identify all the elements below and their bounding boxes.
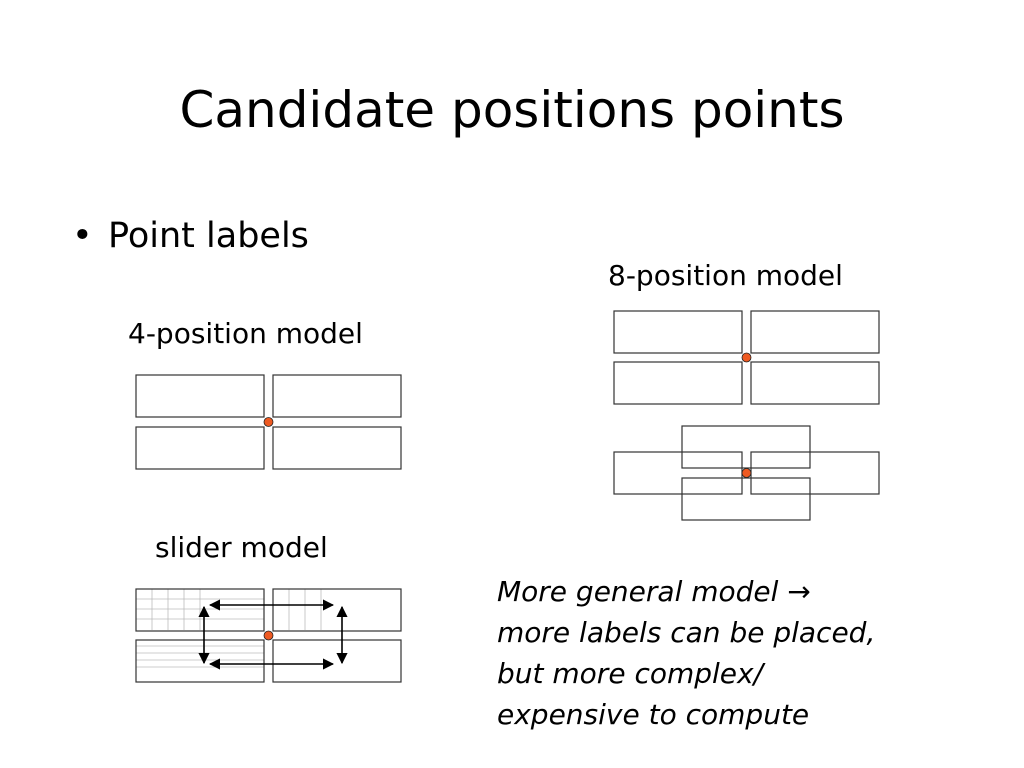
candidate-box-top-right xyxy=(272,588,402,632)
slider-grid-top-right xyxy=(288,589,322,630)
slider-caption: slider model xyxy=(155,531,328,564)
note-line: More general model → xyxy=(497,575,811,608)
four-position-caption: 4-position model xyxy=(128,317,363,350)
note-text: More general model → more labels can be … xyxy=(497,571,997,735)
candidate-box-bottom-left xyxy=(135,426,265,470)
candidate-box-top-right xyxy=(272,374,402,418)
candidate-box-top-right xyxy=(750,310,880,354)
note-line: more labels can be placed, xyxy=(497,616,876,649)
four-position-diagram xyxy=(135,374,402,470)
eight-position-diagram-sides xyxy=(613,425,880,521)
note-line: but more complex/ xyxy=(497,657,764,690)
candidate-box-bottom xyxy=(681,477,811,521)
candidate-box-bottom-right xyxy=(750,361,880,405)
candidate-box-top-left xyxy=(613,310,743,354)
candidate-box-bottom-right xyxy=(272,639,402,683)
anchor-point xyxy=(263,417,274,427)
candidate-box-top xyxy=(681,425,811,469)
candidate-box-top-left xyxy=(135,374,265,418)
candidate-box-bottom-left xyxy=(613,361,743,405)
anchor-point xyxy=(741,468,752,478)
candidate-box-left xyxy=(613,451,743,495)
slider-grid-top-left xyxy=(136,589,264,630)
eight-position-diagram-corners xyxy=(613,310,880,405)
anchor-point xyxy=(263,630,274,641)
bullet-text: Point labels xyxy=(108,216,309,256)
bullet-icon: • xyxy=(72,216,93,256)
bullet-point-labels: • Point labels xyxy=(72,214,309,258)
candidate-box-bottom-right xyxy=(272,426,402,470)
note-line: expensive to compute xyxy=(497,698,810,731)
anchor-point xyxy=(741,352,752,363)
slider-diagram xyxy=(135,588,402,683)
candidate-box-right xyxy=(750,451,880,495)
slide-title: Candidate positions points xyxy=(179,81,845,139)
eight-position-caption: 8-position model xyxy=(608,259,843,292)
